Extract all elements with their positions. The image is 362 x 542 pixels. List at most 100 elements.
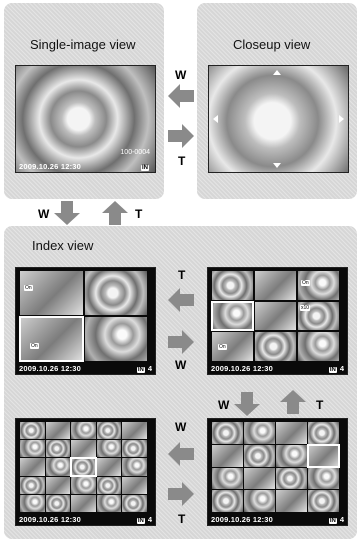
thumbnail[interactable] <box>97 440 122 457</box>
thumbnail[interactable] <box>71 495 96 512</box>
thumbnail[interactable] <box>71 477 96 494</box>
zoom-t-label-row1: T <box>178 268 185 282</box>
thumbnail[interactable] <box>122 422 147 439</box>
thumbnail[interactable]: On <box>298 271 339 300</box>
thumbnail[interactable] <box>46 477 71 494</box>
arrow-left-icon <box>168 442 194 466</box>
photo-thumbnail <box>16 66 155 172</box>
thumbnail[interactable] <box>212 422 243 444</box>
frame-number: 100-0004 <box>119 150 151 156</box>
thumbnail-grid-16 <box>212 422 339 512</box>
single-image-panel: Single-image view 100-0004 2009.10.26 12… <box>4 3 164 199</box>
thumbnail[interactable] <box>308 468 339 490</box>
thumbnail[interactable] <box>212 490 243 512</box>
thumbnail[interactable] <box>212 445 243 467</box>
thumbnail-selected[interactable] <box>212 302 253 331</box>
zoom-w-label-right: W <box>218 398 229 412</box>
scroll-up-icon <box>273 70 281 75</box>
thumbnail[interactable] <box>244 468 275 490</box>
zoom-w-label-row2: W <box>175 420 186 434</box>
thumbnail[interactable] <box>255 271 296 300</box>
closeup-screen <box>208 65 349 173</box>
closeup-title: Closeup view <box>233 37 310 52</box>
zoom-t-label-right: T <box>316 398 323 412</box>
zoom-w-label-top: W <box>175 68 186 82</box>
protect-icon: On <box>24 285 33 291</box>
thumbnail[interactable] <box>20 477 45 494</box>
thumbnail[interactable] <box>212 271 253 300</box>
arrow-right-icon <box>168 330 194 354</box>
thumbnail[interactable] <box>46 422 71 439</box>
arrow-right-icon <box>168 482 194 506</box>
thumbnail[interactable] <box>85 271 148 315</box>
thumbnail[interactable] <box>255 332 296 361</box>
zoom-t-label-top: T <box>178 154 185 168</box>
thumbnail[interactable] <box>97 477 122 494</box>
thumbnail[interactable] <box>20 495 45 512</box>
thumbnail-grid-9: On x10 On <box>212 271 339 361</box>
zoom-w-label-row1: W <box>175 358 186 372</box>
thumbnail[interactable] <box>97 458 122 475</box>
thumbnail[interactable] <box>85 317 148 361</box>
thumbnail[interactable] <box>298 332 339 361</box>
thumbnail[interactable] <box>276 445 307 467</box>
thumbnail[interactable]: On <box>212 332 253 361</box>
thumbnail[interactable] <box>20 422 45 439</box>
thumbnail[interactable] <box>122 477 147 494</box>
thumbnail[interactable] <box>244 490 275 512</box>
thumbnail[interactable] <box>71 422 96 439</box>
thumbnail[interactable] <box>276 422 307 444</box>
thumbnail[interactable] <box>71 440 96 457</box>
thumbnail[interactable] <box>20 440 45 457</box>
thumbnail[interactable] <box>212 468 243 490</box>
thumbnail-selected[interactable]: On <box>20 317 83 361</box>
scroll-left-icon <box>213 115 218 123</box>
closeup-panel: Closeup view <box>197 3 357 199</box>
arrow-up-icon <box>102 201 128 225</box>
status-bar: 2009.10.26 12:30 <box>19 515 81 524</box>
zoomed-photo <box>208 65 349 173</box>
zoom-t-label-mid: T <box>135 207 142 221</box>
arrow-up-icon <box>280 390 306 414</box>
protect-icon: On <box>301 280 310 286</box>
storage-badge: IN <box>141 162 152 171</box>
thumbnail[interactable] <box>46 458 71 475</box>
thumbnail-grid-25 <box>20 422 147 512</box>
zoom-w-label-mid: W <box>38 207 49 221</box>
thumbnail-selected[interactable] <box>308 445 339 467</box>
thumbnail-selected[interactable] <box>71 458 96 475</box>
thumbnail[interactable] <box>255 302 296 331</box>
image-count: IN4 <box>137 364 152 373</box>
thumbnail[interactable] <box>122 495 147 512</box>
thumbnail[interactable] <box>122 440 147 457</box>
thumbnail[interactable] <box>244 445 275 467</box>
scroll-down-icon <box>273 163 281 168</box>
arrow-left-icon <box>168 288 194 312</box>
zoom-t-label-row2: T <box>178 512 185 526</box>
arrow-down-icon <box>234 392 260 416</box>
thumbnail[interactable] <box>276 468 307 490</box>
thumbnail[interactable] <box>97 422 122 439</box>
thumbnail[interactable]: On <box>20 271 83 315</box>
index-screen-4: On On 2009.10.26 12:30 IN4 <box>15 267 156 375</box>
thumbnail[interactable] <box>308 490 339 512</box>
arrow-left-icon <box>168 84 194 108</box>
thumbnail[interactable]: x10 <box>298 302 339 331</box>
thumbnail[interactable] <box>46 495 71 512</box>
single-image-screen: 100-0004 2009.10.26 12:30 IN <box>15 65 156 173</box>
thumbnail[interactable] <box>20 458 45 475</box>
thumbnail[interactable] <box>122 458 147 475</box>
status-bar: 2009.10.26 12:30 <box>211 364 273 373</box>
status-bar: 2009.10.26 12:30 <box>19 364 81 373</box>
thumbnail[interactable] <box>244 422 275 444</box>
scroll-right-icon <box>339 115 344 123</box>
thumbnail[interactable] <box>276 490 307 512</box>
thumbnail[interactable] <box>308 422 339 444</box>
thumbnail[interactable] <box>97 495 122 512</box>
print-count-badge: x10 <box>300 305 310 311</box>
thumbnail[interactable] <box>46 440 71 457</box>
